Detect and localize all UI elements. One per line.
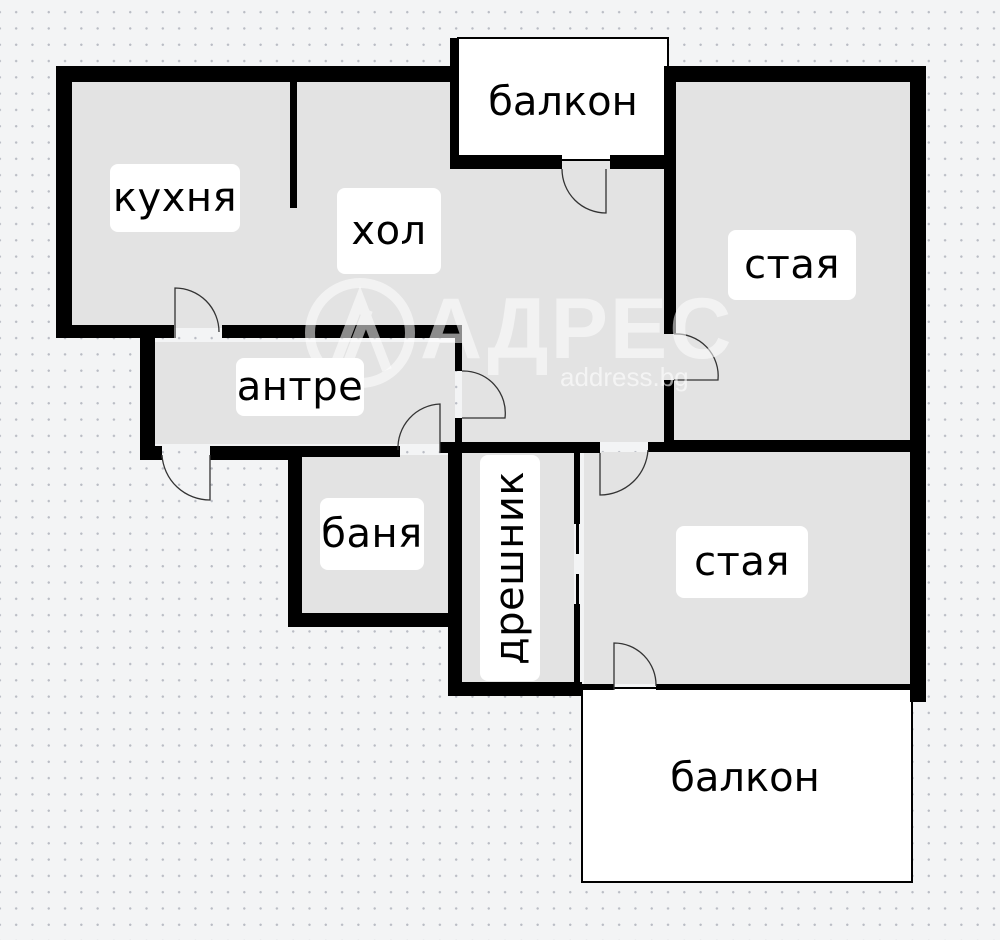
balconies (457, 37, 913, 883)
room-label-balcony-top: балкон (470, 82, 656, 122)
room-label-text: хол (351, 208, 427, 254)
room-label-kitchen: кухня (110, 164, 240, 232)
room-label-text: антре (236, 364, 364, 410)
room-label-text: балкон (488, 79, 638, 125)
room-label-text: стая (694, 539, 790, 585)
room-label-text: балкон (670, 755, 820, 801)
room-label-closet: дрешник (480, 455, 540, 681)
room-label-living: хол (337, 188, 441, 274)
room-label-room-top: стая (728, 230, 856, 300)
room-label-bathroom: баня (320, 498, 424, 570)
room-label-text: баня (321, 511, 423, 557)
room-label-balcony-bottom: балкон (650, 758, 840, 798)
room-label-text: кухня (112, 175, 238, 221)
room-label-room-bottom: стая (676, 526, 808, 598)
walls (56, 38, 926, 702)
doors (161, 168, 719, 690)
room-label-hallway: антре (236, 358, 364, 416)
room-label-text: дрешник (487, 470, 534, 666)
room-label-text: стая (744, 242, 840, 288)
